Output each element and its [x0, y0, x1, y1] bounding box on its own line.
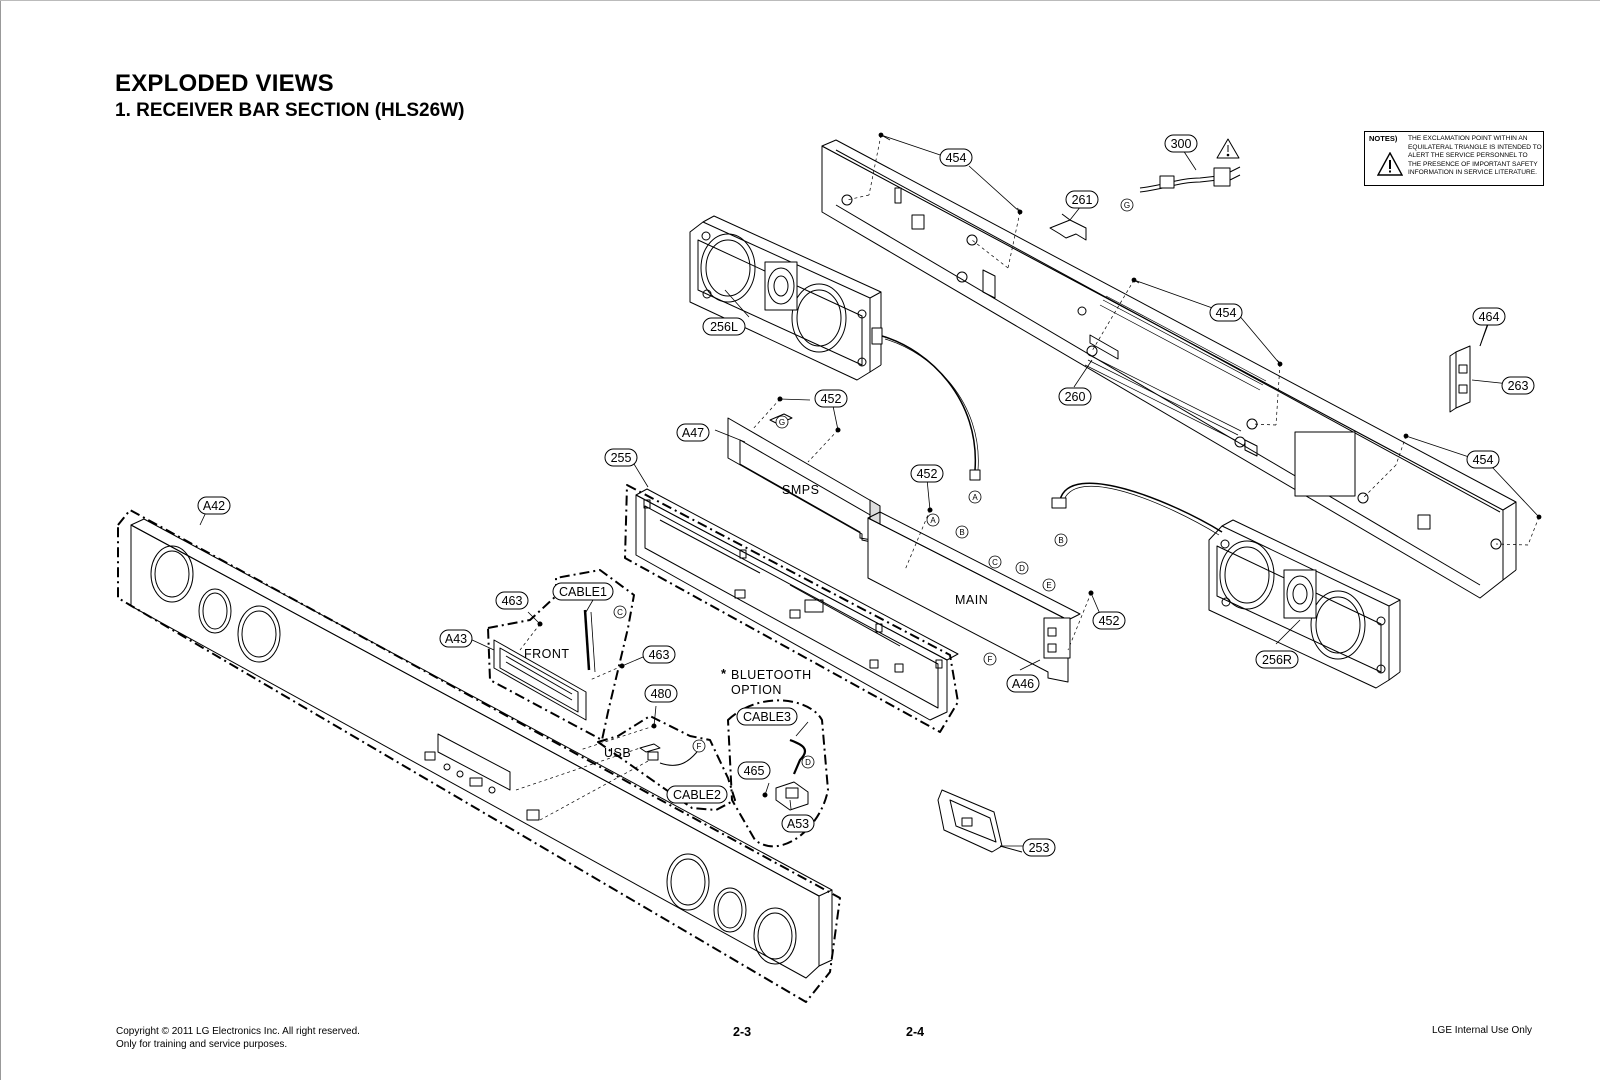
chassis-dashed-outline	[624, 484, 959, 733]
callout-256R: 256R	[1262, 653, 1292, 667]
callout-256L: 256L	[710, 320, 738, 334]
callout-A42: A42	[203, 499, 225, 513]
label-front: FRONT	[524, 647, 570, 661]
chassis-bracket-255	[635, 488, 959, 721]
copyright-line-1: Copyright © 2011 LG Electronics Inc. All…	[116, 1026, 360, 1037]
callout-452-c: 452	[1099, 614, 1120, 628]
callout-463-b: 463	[649, 648, 670, 662]
callout-454-a: 454	[946, 151, 967, 165]
part-callout-frames	[197, 134, 1535, 857]
usb-dashed-outline	[597, 715, 736, 811]
right-speaker-256R	[1051, 482, 1401, 689]
connector-markers	[613, 198, 1134, 769]
warning-triangle-icon-300	[1216, 138, 1240, 159]
callout-454-b: 454	[1216, 306, 1237, 320]
callout-CABLE3: CABLE3	[743, 710, 791, 724]
bluetooth-dashed-outline	[727, 699, 829, 848]
label-usb: USB	[604, 746, 631, 760]
front-panel-A42	[130, 518, 833, 979]
internal-use-notice: LGE Internal Use Only	[1432, 1025, 1533, 1036]
callout-A47: A47	[682, 426, 704, 440]
bluetooth-module-A53	[762, 738, 809, 811]
connector-f1: F	[988, 655, 993, 664]
front-board-dashed-outline	[487, 569, 635, 741]
connector-d1: D	[1019, 564, 1025, 573]
connector-c2: C	[617, 608, 623, 617]
copyright-line-2: Only for training and service purposes.	[116, 1039, 288, 1050]
label-bluetooth-line2: OPTION	[731, 683, 782, 697]
page-edge-top	[0, 0, 1600, 1]
connector-b1: B	[959, 528, 964, 537]
callout-CABLE2: CABLE2	[673, 788, 721, 802]
label-main: MAIN	[955, 593, 988, 607]
section-subtitle: 1. RECEIVER BAR SECTION (HLS26W)	[115, 100, 465, 121]
usb-board-cable2	[639, 723, 698, 766]
rear-jack-263	[1449, 319, 1490, 413]
page-title: EXPLODED VIEWS	[115, 70, 334, 97]
callout-261: 261	[1072, 193, 1093, 207]
connector-e1: E	[1046, 581, 1051, 590]
label-bluetooth-star: *	[721, 666, 727, 681]
callout-300: 300	[1171, 137, 1192, 151]
callout-263: 263	[1508, 379, 1529, 393]
bracket-253	[937, 789, 1023, 853]
label-bluetooth-line1: BLUETOOTH	[731, 668, 812, 682]
callout-255: 255	[611, 451, 632, 465]
connector-letters: G G A A B B C D C E F F D	[617, 201, 1130, 767]
callout-452-b: 452	[917, 467, 938, 481]
connector-c1: C	[992, 558, 998, 567]
page-number-left: 2-3	[733, 1025, 752, 1039]
connector-b2: B	[1058, 536, 1063, 545]
callout-480: 480	[651, 687, 672, 701]
smps-board-A47	[727, 396, 881, 545]
connector-g1: G	[1124, 201, 1130, 210]
callout-253: 253	[1029, 841, 1050, 855]
power-cord-300	[1139, 166, 1241, 193]
warning-triangle-icon	[1377, 152, 1403, 176]
callout-464: 464	[1479, 310, 1500, 324]
board-labels: SMPS MAIN FRONT USB * BLUETOOTH OPTION	[524, 483, 988, 760]
main-board-A46	[867, 507, 1094, 683]
callout-CABLE1: CABLE1	[559, 585, 607, 599]
connector-d2: D	[805, 758, 811, 767]
callout-A46: A46	[1012, 677, 1034, 691]
callout-452-a: 452	[821, 392, 842, 406]
notes-text: THE EXCLAMATION POINT WITHIN AN EQUILATE…	[1408, 135, 1542, 177]
connector-a2: A	[930, 516, 936, 525]
connector-g2: G	[779, 418, 785, 427]
page-number-right: 2-4	[906, 1025, 925, 1039]
callout-260: 260	[1065, 390, 1086, 404]
connector-a1: A	[972, 493, 978, 502]
label-smps: SMPS	[782, 483, 819, 497]
front-panel-dashed-outline	[117, 509, 841, 1003]
front-board-A43	[493, 609, 625, 721]
page-edge-left	[0, 0, 1, 1080]
rear-cabinet-260	[821, 139, 1517, 599]
part-callout-labels: 454 300 261 454 464 263 256L 260 452 A47…	[203, 137, 1529, 855]
notes-heading: NOTES)	[1369, 134, 1398, 143]
left-speaker-256L	[689, 215, 981, 481]
connector-f2: F	[697, 742, 702, 751]
callout-463-a: 463	[502, 594, 523, 608]
copyright-notice: Copyright © 2011 LG Electronics Inc. All…	[116, 1025, 360, 1051]
callout-A53: A53	[787, 817, 809, 831]
callout-454-c: 454	[1473, 453, 1494, 467]
callout-A43: A43	[445, 632, 467, 646]
callout-465: 465	[744, 764, 765, 778]
safety-notes-box: NOTES) THE EXCLAMATION POINT WITHIN AN E…	[1364, 131, 1544, 186]
bracket-261	[1049, 213, 1087, 241]
